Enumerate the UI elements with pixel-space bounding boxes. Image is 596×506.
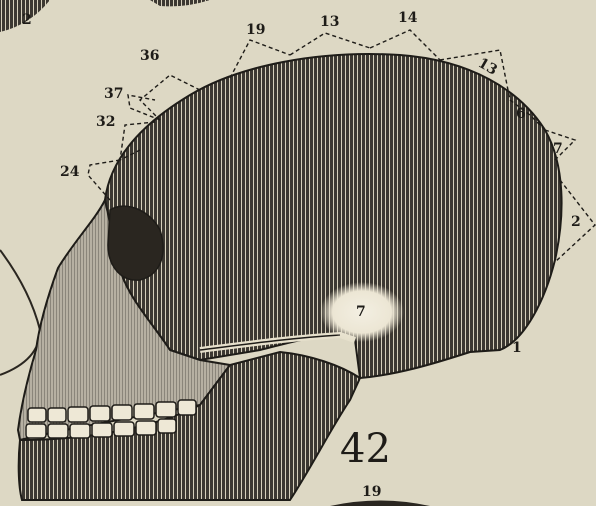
label-2-right: 2 [571,214,581,230]
label-1: 1 [512,340,522,356]
label-14: 14 [398,10,418,26]
label-7-temple: 7 [356,304,366,320]
label-32: 32 [96,114,115,130]
label-19-bottom: 19 [362,484,381,500]
label-19-top: 19 [246,22,265,38]
label-6: 6 [516,106,526,122]
label-7-right: 7 [553,141,563,157]
adjacent-figure-bottom [330,501,430,506]
label-corner: 2 [22,12,32,28]
label-36: 36 [140,48,159,64]
adjacent-figure-top [150,0,210,6]
label-24: 24 [60,164,80,180]
figure-number: 42 [340,426,391,472]
label-37: 37 [104,86,123,102]
label-13-top: 13 [320,14,339,30]
